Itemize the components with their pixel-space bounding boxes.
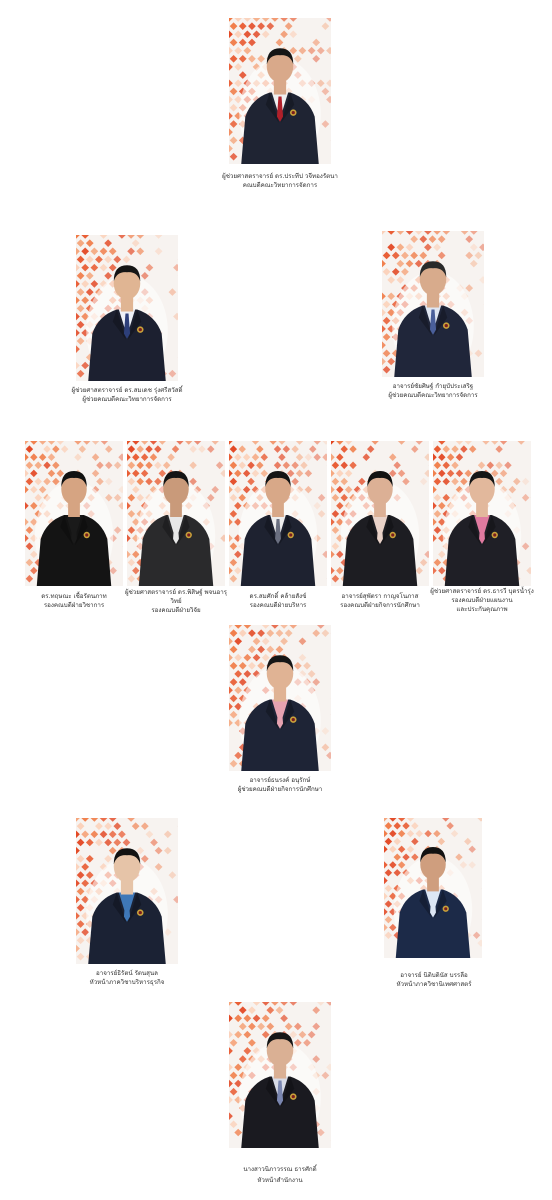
portrait-illustration	[76, 235, 178, 381]
portrait-photo	[382, 231, 484, 377]
staff-role: หัวหน้าสำนักงาน	[257, 1177, 303, 1184]
staff-name: ดร.ทฤษณะ เชื้อรัตนภาท	[41, 593, 107, 600]
staff-role: หัวหน้าภาควิชาบริหารธุรกิจ	[89, 979, 165, 986]
staff-role: หัวหน้าภาควิชานิเทศศาสตร์	[396, 981, 472, 988]
staff-name: อาจารย์สุพัตรา กาญจโนภาส	[341, 593, 419, 600]
portrait-photo	[76, 818, 178, 964]
staff-name: อาจารย์ธนรงค์ อนุรักษ์	[249, 777, 311, 784]
staff-role: คณบดีคณะวิทยาการจัดการ	[242, 182, 318, 189]
portrait-illustration	[229, 625, 331, 771]
portrait-illustration	[76, 818, 178, 964]
portrait-illustration	[331, 441, 429, 586]
staff-name: อาจารย์ธิรัตน์ รัตนสุนล	[96, 970, 158, 977]
portrait-photo	[229, 1002, 331, 1148]
portrait-illustration	[25, 441, 123, 586]
portrait-illustration	[433, 441, 531, 586]
staff-name: ผู้ช่วยศาสตราจารย์ ดร.ธารวี บุตรน้ำรุ่ง	[430, 588, 534, 595]
caption-dean: ผู้ช่วยศาสตราจารย์ ดร.ประทีป วจีทองรัตนา…	[176, 172, 384, 190]
staff-name: อาจารย์ นิติบดินัส บรรลือ	[400, 972, 468, 979]
caption: อาจารย์ชัยศิษฐ์ กำยุบัประเสริฐ ผู้ช่วยคณ…	[333, 382, 533, 400]
caption: นางสาวนิภาวรรณ ธารศักดิ์ หัวหน้าสำนักงาน	[180, 1164, 380, 1186]
staff-name: ผู้ช่วยศาสตราจารย์ ดร.พิสิษฐ์ พจนอารุ	[124, 589, 227, 596]
caption: อาจารย์สุพัตรา กาญจโนภาส รองคณบดีฝ่ายกิจ…	[320, 592, 440, 610]
caption: ดร.ทฤษณะ เชื้อรัตนภาท รองคณบดีฝ่ายวิชากา…	[10, 592, 138, 610]
staff-role: รองคณบดีฝ่ายวิจัย	[151, 607, 201, 614]
staff-role-cont: และประกันคุณภาพ	[456, 606, 508, 613]
caption: ผู้ช่วยศาสตราจารย์ ดร.พิสิษฐ์ พจนอารุ วิ…	[122, 588, 230, 615]
caption: อาจารย์ นิติบดินัส บรรลือ หัวหน้าภาควิชา…	[334, 971, 534, 989]
portrait-photo	[25, 441, 123, 586]
portrait-illustration	[127, 441, 225, 586]
staff-name: นางสาวนิภาวรรณ ธารศักดิ์	[243, 1166, 317, 1173]
staff-role: รองคณบดีฝ่ายบริหาร	[249, 602, 307, 609]
portrait-photo	[229, 441, 327, 586]
caption: ผู้ช่วยศาสตราจารย์ ดร.ธารวี บุตรน้ำรุ่ง …	[418, 587, 546, 614]
portrait-illustration	[229, 18, 331, 164]
staff-name: ผู้ช่วยศาสตราจารย์ ดร.ประทีป วจีทองรัตนา	[222, 173, 338, 180]
staff-role: รองคณบดีฝ่ายกิจการนักศึกษา	[340, 602, 420, 609]
caption: อาจารย์ธนรงค์ อนุรักษ์ ผู้ช่วยคณบดีฝ่ายก…	[180, 776, 380, 794]
staff-role: ผู้ช่วยคณบดีฝ่ายกิจการนักศึกษา	[237, 786, 323, 793]
portrait-illustration	[384, 818, 482, 958]
staff-name: ดร.สมศักดิ์ คล้ายสังข์	[249, 593, 307, 600]
portrait-photo	[384, 818, 482, 958]
portrait-photo	[127, 441, 225, 586]
staff-role: รองคณบดีฝ่ายแผนงาน	[451, 597, 513, 604]
portrait-illustration	[229, 1002, 331, 1148]
staff-name: อาจารย์ชัยศิษฐ์ กำยุบัประเสริฐ	[392, 383, 474, 390]
portrait-photo	[433, 441, 531, 586]
portrait-photo	[229, 18, 331, 164]
portrait-illustration	[382, 231, 484, 377]
portrait-photo	[229, 625, 331, 771]
portrait-photo	[331, 441, 429, 586]
caption: อาจารย์ธิรัตน์ รัตนสุนล หัวหน้าภาควิชาบร…	[27, 969, 227, 987]
caption: ดร.สมศักดิ์ คล้ายสังข์ รองคณบดีฝ่ายบริหา…	[224, 592, 332, 610]
staff-role: รองคณบดีฝ่ายวิชาการ	[43, 602, 105, 609]
staff-role: ผู้ช่วยคณบดีคณะวิทยาการจัดการ	[82, 396, 172, 403]
caption: ผู้ช่วยศาสตราจารย์ ดร.สมเดช รุ่งศรีสวัสด…	[27, 386, 227, 404]
portrait-illustration	[229, 441, 327, 586]
staff-name: ผู้ช่วยศาสตราจารย์ ดร.สมเดช รุ่งศรีสวัสด…	[71, 387, 183, 394]
staff-name-cont: วิทย์	[170, 598, 182, 605]
staff-role: ผู้ช่วยคณบดีคณะวิทยาการจัดการ	[388, 392, 478, 399]
portrait-photo	[76, 235, 178, 381]
